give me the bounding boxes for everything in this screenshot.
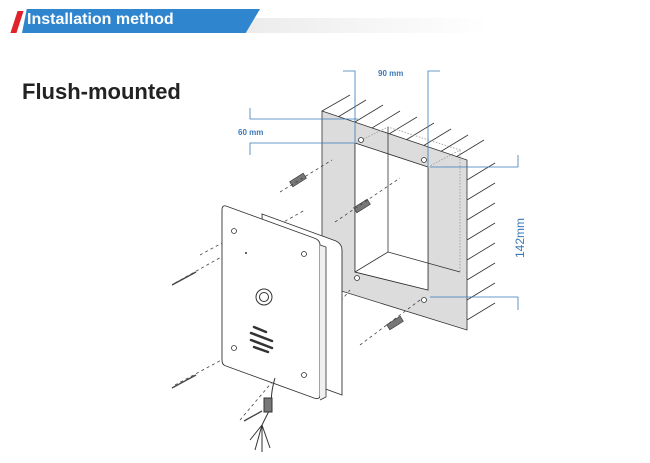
mounting-screws	[171, 271, 263, 422]
height-dimension: 142mm	[513, 218, 527, 258]
width-dimension: 90 mm	[378, 69, 403, 78]
mounting-type-title: Flush-mounted	[22, 79, 181, 104]
banner-title: Installation method	[27, 11, 174, 28]
speaker-grille-icon	[249, 325, 274, 354]
panel-screws	[231, 228, 307, 378]
depth-dimension: 60 mm	[238, 128, 263, 137]
wall-screw-holes	[354, 137, 427, 303]
banner-background	[22, 9, 260, 33]
push-button-icon	[255, 288, 273, 306]
device-cable	[249, 377, 276, 452]
dimension-lines	[249, 70, 519, 310]
device-front-panel	[221, 205, 321, 400]
section-banner: Installation method	[0, 0, 650, 40]
wall-recess	[354, 126, 462, 291]
wall-anchors	[289, 172, 404, 331]
